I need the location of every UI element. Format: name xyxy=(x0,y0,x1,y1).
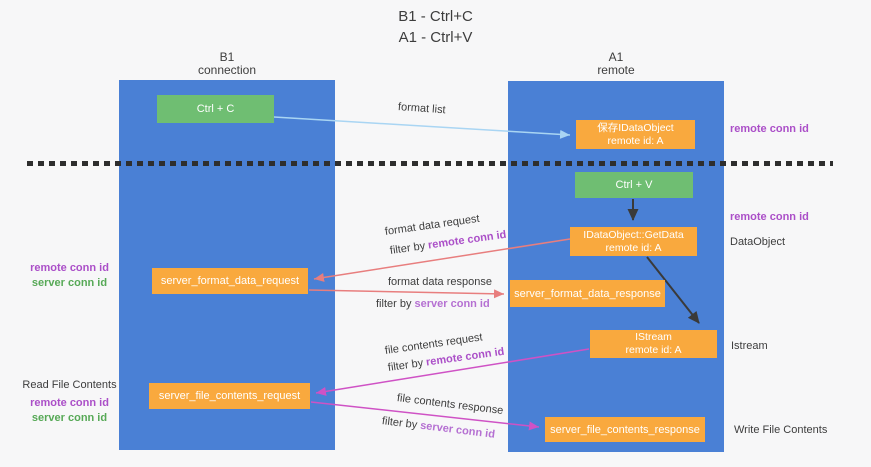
format-request-label: server_format_data_request xyxy=(160,275,300,287)
format-response-label: server_format_data_response xyxy=(514,287,661,300)
file-request-label: server_file_contents_request xyxy=(158,390,301,402)
right-istream-label: Istream xyxy=(731,340,768,352)
save-dataobject-line1: 保存IDataObject xyxy=(597,121,674,134)
diagram-title: B1 - Ctrl+C A1 - Ctrl+V xyxy=(0,6,871,48)
filter-by-text: filter by xyxy=(389,239,429,257)
ctrl-c-label: Ctrl + C xyxy=(196,103,235,115)
left-read-file-contents-label: Read File Contents xyxy=(22,379,117,391)
lane-a1-name: A1 xyxy=(608,50,624,64)
title-line-2: A1 - Ctrl+V xyxy=(398,29,473,46)
format-data-response-label: format data response xyxy=(388,276,492,288)
left-conn-id-block-mid: remote conn id server conn id xyxy=(17,261,122,291)
format-data-response-arrow xyxy=(308,289,505,299)
save-dataobject-line2: remote id: A xyxy=(607,134,664,147)
left-remote-conn-id-bottom: remote conn id xyxy=(30,397,109,409)
filter-by-text: filter by xyxy=(381,415,421,432)
left-server-conn-id-mid: server conn id xyxy=(31,277,108,289)
lane-b1-name: B1 xyxy=(219,50,235,64)
getdata-line1: IDataObject::GetData xyxy=(583,228,684,241)
node-ctrl-v: Ctrl + V xyxy=(575,172,693,198)
node-istream: IStream remote id: A xyxy=(590,330,717,358)
right-remote-conn-id-mid: remote conn id xyxy=(730,211,809,223)
lane-b1-role: connection xyxy=(197,63,257,77)
format-list-label: format list xyxy=(397,101,446,117)
filter-by-text: filter by xyxy=(376,298,415,310)
remote-conn-id-text: remote conn id xyxy=(427,228,508,252)
lane-a1-role: remote xyxy=(597,63,635,77)
phase-divider-dashed-line xyxy=(27,161,833,166)
server-conn-id-text: server conn id xyxy=(419,419,496,441)
node-server-format-data-request: server_format_data_request xyxy=(152,268,308,294)
node-server-file-contents-request: server_file_contents_request xyxy=(149,383,310,409)
server-conn-id-text: server conn id xyxy=(414,298,490,310)
filter-by-text: filter by xyxy=(387,356,427,374)
title-line-1: B1 - Ctrl+C xyxy=(398,8,473,25)
left-remote-conn-id-mid: remote conn id xyxy=(30,262,109,274)
node-ctrl-c: Ctrl + C xyxy=(157,95,274,123)
right-dataobject-label: DataObject xyxy=(730,236,786,248)
lane-header-b1: B1 connection xyxy=(119,51,335,77)
format-data-response-filter-label: filter by server conn id xyxy=(376,298,490,310)
left-server-conn-id-bottom: server conn id xyxy=(31,412,108,424)
right-write-file-contents-label: Write File Contents xyxy=(734,424,828,436)
right-remote-conn-id-top: remote conn id xyxy=(730,123,809,135)
node-save-dataobject: 保存IDataObject remote id: A xyxy=(576,120,695,149)
file-contents-response-label: file contents response xyxy=(396,392,504,417)
node-server-file-contents-response: server_file_contents_response xyxy=(545,417,705,442)
file-response-label: server_file_contents_response xyxy=(550,423,700,436)
node-server-format-data-response: server_format_data_response xyxy=(510,280,665,307)
node-idataobject-getdata: IDataObject::GetData remote id: A xyxy=(570,227,697,256)
getdata-line2: remote id: A xyxy=(605,241,662,254)
left-conn-id-block-bottom: Read File Contents remote conn id server… xyxy=(17,378,122,426)
lane-header-a1: A1 remote xyxy=(508,51,724,77)
file-contents-response-filter-label: filter by server conn id xyxy=(381,415,495,441)
istream-line2: remote id: A xyxy=(625,344,682,356)
istream-line1: IStream xyxy=(635,331,672,343)
ctrl-v-label: Ctrl + V xyxy=(615,179,653,191)
